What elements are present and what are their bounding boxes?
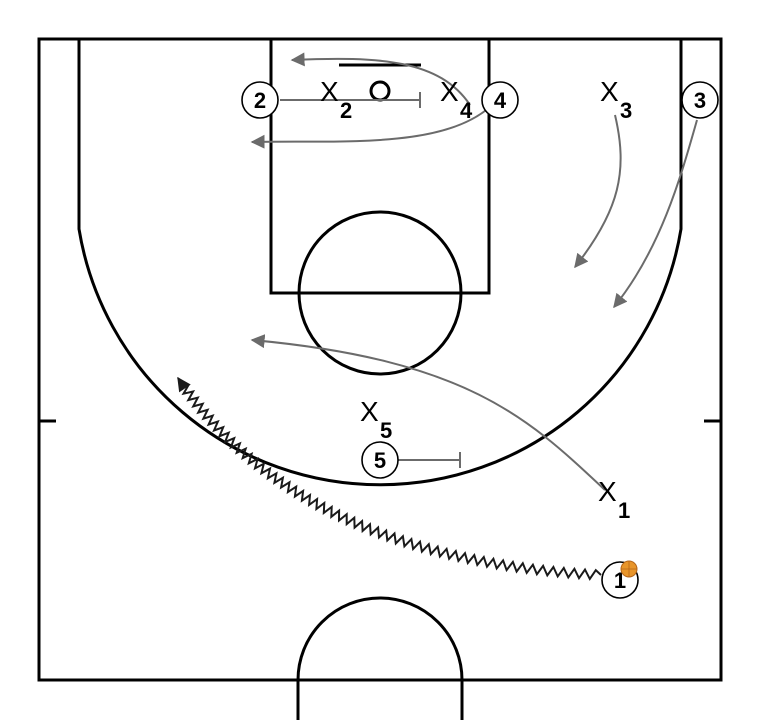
dribble-path-player1 [177,376,602,581]
defender-number: 3 [620,98,632,123]
offensive-player-2[interactable]: 2 [241,81,279,119]
offensive-player-4[interactable]: 4 [481,81,519,119]
player-number: 2 [254,88,266,113]
defender-letter: X [600,76,619,107]
free-throw-circle [297,210,463,376]
defender-number: 5 [380,418,392,443]
center-circle-lower [296,680,464,720]
defender-letter: X [320,76,339,107]
court-lines [37,37,723,720]
cut-path-x4-to-top [290,52,471,106]
player-circle [481,81,519,119]
defender-number: 4 [460,98,473,123]
screen-player5 [398,452,461,468]
offensive-player-5[interactable]: 5 [361,441,399,479]
defender-letter: X [598,476,617,507]
defender-x1[interactable]: X 1 [598,476,630,523]
cut-path-player3-down [613,119,698,309]
player-number: 3 [694,88,706,113]
defender-x3[interactable]: X 3 [600,76,632,123]
basketball-icon [620,560,638,578]
defender-letter: X [440,76,459,107]
offensive-player-3[interactable]: 3 [681,81,719,119]
player-circle [361,441,399,479]
cut-path-to-left-block [250,101,496,149]
movement-paths [177,52,698,581]
player-circle [241,81,279,119]
defender-x5[interactable]: X 5 [360,396,392,443]
defender-x4[interactable]: X 4 [440,76,473,123]
defender-x2[interactable]: X 2 [320,76,352,123]
player-number: 4 [494,88,507,113]
screens [280,92,461,468]
player-number: 5 [374,448,386,473]
cut-path-x1-across [250,334,606,491]
defender-number: 1 [618,498,630,523]
player-circle [681,81,719,119]
defender-letter: X [360,396,379,427]
screen-player2 [280,92,421,108]
defender-number: 2 [340,98,352,123]
cut-path-x3-down [574,114,622,269]
basket-hoop [369,80,391,102]
three-point-line [77,39,683,487]
center-circle [296,596,464,681]
free-throw-lane [269,37,491,295]
